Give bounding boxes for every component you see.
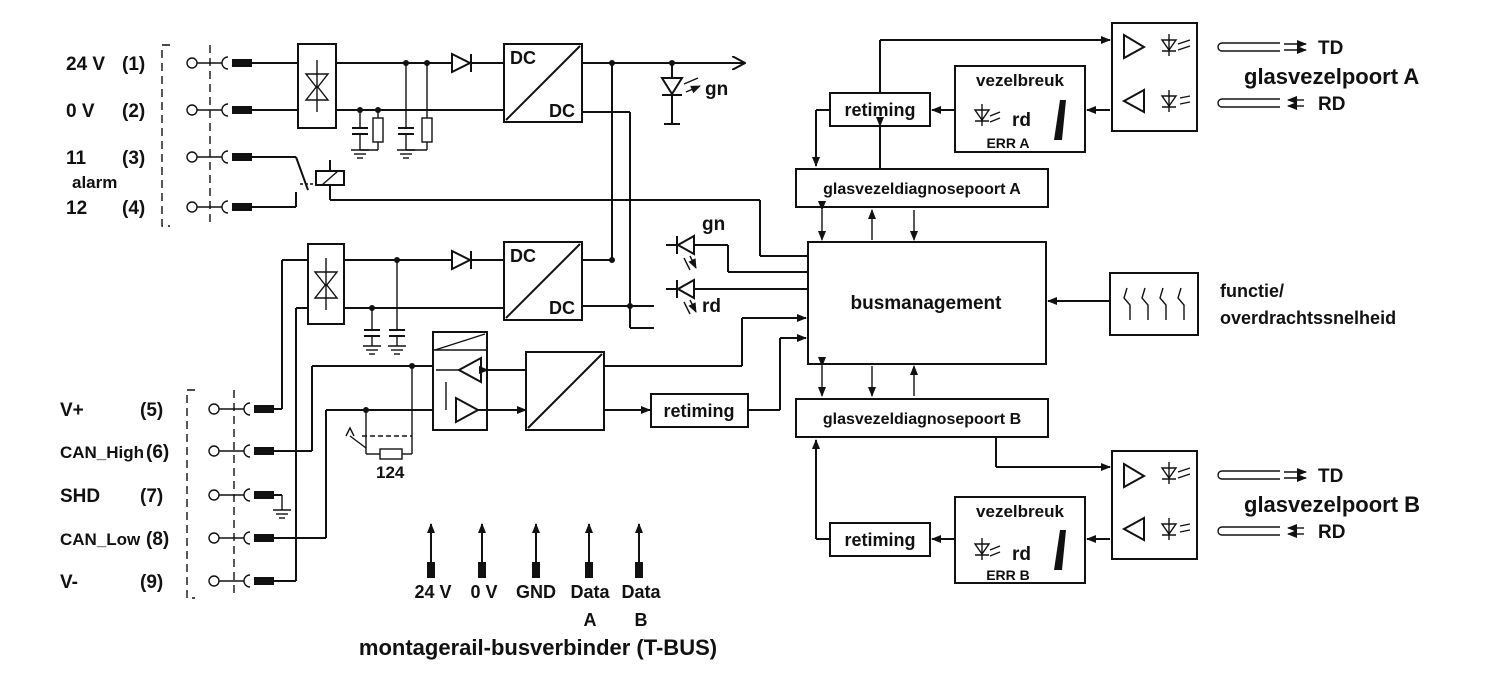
retiming-can-block	[650, 393, 749, 428]
terminal-4-num: (4)	[122, 198, 145, 219]
terminal-7-num: (7)	[140, 486, 163, 507]
diag-a-label: glasvezeldiagnosepoort A	[823, 181, 1021, 198]
port-b-title: glasvezelpoort B	[1244, 492, 1420, 517]
tbus-pin-3-label: GND	[516, 582, 556, 602]
tbus-pin-5-label: Data	[621, 582, 661, 602]
screw-terminal-3	[186, 150, 252, 164]
terminal-7-name: SHD	[60, 486, 100, 507]
supply-path-bottom: DC DC	[274, 241, 654, 582]
retiming-can-label: retiming	[663, 401, 734, 421]
tbus-pin-2-label: 0 V	[470, 582, 497, 602]
tbus-caption: montagerail-busverbinder (T-BUS)	[359, 635, 717, 660]
fiber-break-b-title: vezelbreuk	[976, 502, 1064, 521]
tbus-pin-data-a	[585, 523, 593, 578]
fiber-break-b-led: rd	[1012, 544, 1031, 565]
fiber-break-a-led: rd	[1012, 110, 1031, 131]
tbus-pin-data-b	[635, 523, 643, 578]
screw-terminal-8	[208, 531, 274, 545]
terminal-6-name: CAN_High	[60, 443, 144, 462]
terminal-8-name: CAN_Low	[60, 530, 141, 549]
switches-label-2: overdrachtssnelheid	[1220, 308, 1396, 328]
tvs-protection-bottom	[307, 243, 345, 325]
termination-resistor-label: 124	[376, 463, 405, 482]
screw-terminal-1	[186, 56, 252, 70]
screw-terminal-9	[208, 574, 274, 588]
diag-a-block	[795, 168, 1049, 208]
tbus-pin-24v	[427, 523, 435, 578]
terminal-labels: 24 V (1) 0 V (2) 11 (3) alarm 12 (4) V+ …	[60, 54, 169, 593]
terminal-2-num: (2)	[122, 101, 145, 122]
dc1-top-label: DC	[510, 48, 536, 68]
status-led-rd-label: rd	[702, 296, 721, 317]
terminal-9-name: V-	[60, 572, 78, 593]
dc2-top-label: DC	[510, 246, 536, 266]
terminal-6-num: (6)	[146, 442, 169, 463]
busmanagement-label: busmanagement	[851, 293, 1003, 314]
diagnostic-port-b: glasvezeldiagnosepoort B	[795, 357, 1049, 438]
diag-b-block	[795, 398, 1049, 438]
alarm-label: alarm	[72, 173, 117, 192]
fiber-port-b-section: retiming vezelbreuk rd ERR B TD glasveze…	[812, 437, 1420, 584]
screw-terminal-6	[208, 444, 274, 458]
tbus-pin-4-sub: A	[584, 610, 597, 630]
tbus-pin-5-sub: B	[635, 610, 648, 630]
terminal-screws-bottom	[208, 402, 274, 588]
dip-switches-block	[1109, 272, 1199, 336]
screw-terminal-4	[186, 200, 252, 214]
status-leds: gn rd	[666, 214, 808, 317]
fiber-break-a-title: vezelbreuk	[976, 71, 1064, 90]
dc2-bottom-label: DC	[549, 298, 575, 318]
diagnostic-port-a: glasvezeldiagnosepoort A	[795, 168, 1049, 241]
supply-path-top: DC DC gn	[252, 43, 745, 328]
screw-terminal-5	[208, 402, 274, 416]
terminal-1-name: 24 V	[66, 54, 105, 75]
screw-terminal-2	[186, 103, 252, 117]
retiming-b-block	[829, 522, 931, 557]
port-b-rd: RD	[1318, 522, 1345, 543]
power-led-label: gn	[705, 79, 728, 100]
tbus-pin-4-label: Data	[570, 582, 610, 602]
port-a-rd: RD	[1318, 94, 1345, 115]
fiber-break-a-err: ERR A	[986, 135, 1029, 151]
fiber-port-a-section: retiming vezelbreuk rd ERR A TD glasveze…	[812, 22, 1419, 168]
port-b-td: TD	[1318, 466, 1343, 487]
busmanagement-block	[807, 241, 1047, 365]
terminal-1-num: (1)	[122, 54, 145, 75]
terminal-3-num: (3)	[122, 148, 145, 169]
terminal-8-num: (8)	[146, 529, 169, 550]
can-transceiver: 124 retiming	[273, 314, 807, 539]
tbus-pin-0v	[478, 523, 486, 578]
terminal-9-num: (9)	[140, 572, 163, 593]
terminal-2-name: 0 V	[66, 101, 95, 122]
terminal-block-top	[161, 44, 211, 227]
retiming-a-label: retiming	[844, 100, 915, 120]
port-a-td: TD	[1318, 38, 1343, 59]
alarm-relay	[252, 156, 808, 257]
tbus-connector: 24 V 0 V GND Data A Data B montagerail-b…	[359, 523, 717, 660]
terminal-4-name: 12	[66, 198, 87, 219]
terminal-block-bottom	[186, 389, 235, 599]
port-a-title: glasvezelpoort A	[1244, 64, 1419, 89]
switches-label-1: functie/	[1220, 281, 1284, 301]
retiming-b-label: retiming	[844, 530, 915, 550]
fiber-break-b-err: ERR B	[986, 567, 1030, 583]
status-led-gn-label: gn	[702, 214, 725, 235]
tbus-pin-gnd	[532, 523, 540, 578]
terminal-screws-top	[186, 56, 252, 214]
busmanagement: busmanagement functie/ overdrachtssnelhe…	[807, 241, 1396, 365]
terminal-3-name: 11	[66, 148, 87, 169]
tbus-pin-1-label: 24 V	[414, 582, 451, 602]
dc1-bottom-label: DC	[549, 101, 575, 121]
diag-b-label: glasvezeldiagnosepoort B	[823, 411, 1021, 428]
terminal-5-num: (5)	[140, 400, 163, 421]
terminal-5-name: V+	[60, 400, 84, 421]
screw-terminal-7	[208, 488, 274, 502]
